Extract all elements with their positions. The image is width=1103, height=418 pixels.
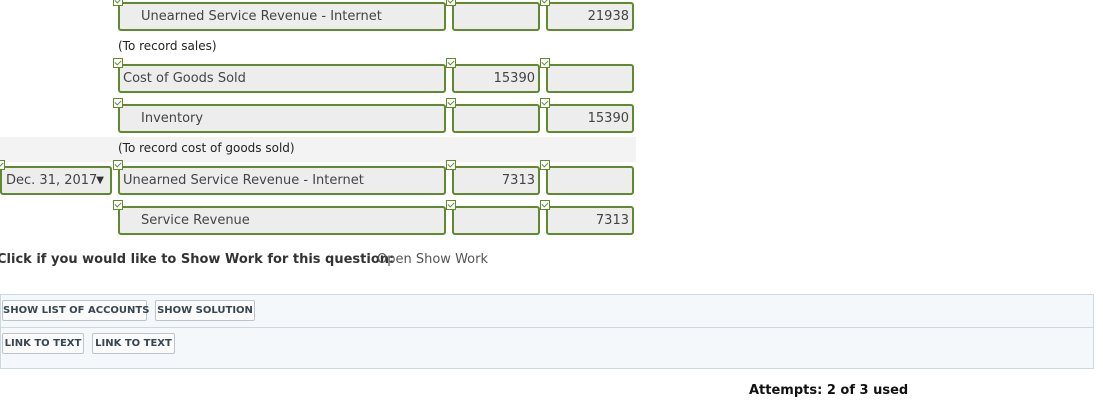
- debit-field[interactable]: 15390: [452, 64, 540, 93]
- debit-field[interactable]: [452, 206, 540, 235]
- entry-note: (To record sales): [118, 39, 217, 53]
- debit-field[interactable]: 7313: [452, 166, 540, 195]
- check-icon: [113, 98, 123, 108]
- date-value: Dec. 31, 2017: [6, 173, 98, 188]
- link-to-text-button[interactable]: LINK TO TEXT: [2, 333, 84, 354]
- debit-field[interactable]: [452, 2, 540, 31]
- account-field[interactable]: Unearned Service Revenue - Internet: [118, 166, 446, 195]
- show-list-of-accounts-button[interactable]: SHOW LIST OF ACCOUNTS: [2, 300, 149, 321]
- link-toolbar: [0, 327, 1094, 369]
- account-field[interactable]: Cost of Goods Sold: [118, 64, 446, 93]
- link-to-text-button[interactable]: LINK TO TEXT: [92, 333, 175, 354]
- account-field[interactable]: Inventory: [118, 104, 446, 133]
- check-icon: [446, 98, 456, 108]
- date-select[interactable]: Dec. 31, 2017 ▼: [0, 166, 112, 195]
- check-icon: [113, 160, 123, 170]
- show-work-question: Click if you would like to Show Work for…: [0, 252, 395, 267]
- check-icon: [540, 58, 550, 68]
- credit-field[interactable]: 7313: [546, 206, 634, 235]
- check-icon: [113, 58, 123, 68]
- show-solution-button[interactable]: SHOW SOLUTION: [155, 300, 255, 321]
- check-icon: [113, 200, 123, 210]
- check-icon: [446, 200, 456, 210]
- check-icon: [446, 0, 456, 6]
- debit-field[interactable]: [452, 104, 540, 133]
- entry-note: (To record cost of goods sold): [118, 141, 295, 155]
- credit-field[interactable]: [546, 64, 634, 93]
- note-row-background: [0, 137, 636, 162]
- check-icon: [540, 98, 550, 108]
- account-field[interactable]: Unearned Service Revenue - Internet: [118, 2, 446, 31]
- attempts-counter: Attempts: 2 of 3 used: [749, 383, 909, 398]
- credit-field[interactable]: 21938: [546, 2, 634, 31]
- check-icon: [540, 0, 550, 6]
- check-icon: [446, 58, 456, 68]
- check-icon: [113, 0, 123, 6]
- account-field[interactable]: Service Revenue: [118, 206, 446, 235]
- check-icon: [540, 160, 550, 170]
- open-show-work-link[interactable]: Open Show Work: [377, 252, 488, 267]
- credit-field[interactable]: [546, 166, 634, 195]
- check-icon: [446, 160, 456, 170]
- credit-field[interactable]: 15390: [546, 104, 634, 133]
- dropdown-caret-icon: ▼: [96, 175, 104, 186]
- check-icon: [0, 160, 5, 170]
- check-icon: [540, 200, 550, 210]
